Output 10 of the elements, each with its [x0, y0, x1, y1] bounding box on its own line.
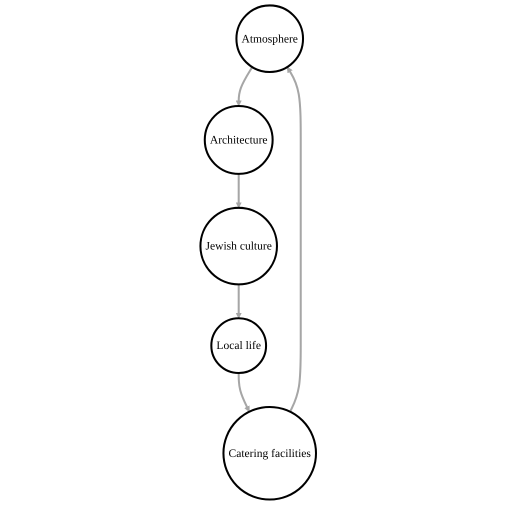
arrow: [236, 66, 253, 106]
arrow: [236, 174, 242, 208]
node-circle: Local life: [210, 317, 267, 374]
arrow: [236, 284, 242, 319]
arrow: [286, 66, 302, 412]
node-circle: Architecture: [204, 104, 274, 175]
node-circle: Catering facilities: [222, 406, 317, 501]
node-circle: Atmosphere: [235, 4, 304, 74]
node-circle: Jewish culture: [199, 206, 278, 286]
arrow: [237, 373, 250, 412]
